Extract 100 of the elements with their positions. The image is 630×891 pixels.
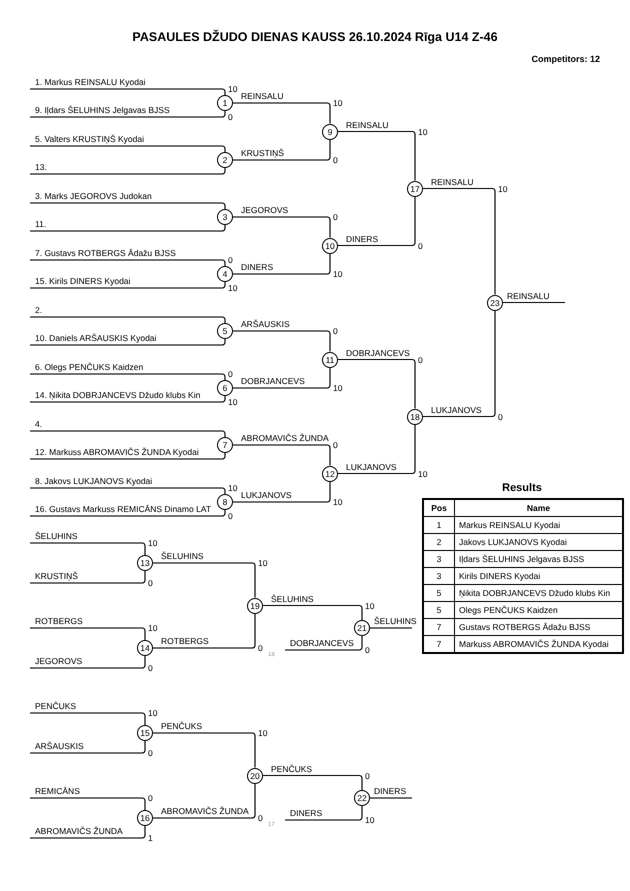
score: 0 xyxy=(148,793,153,803)
position-cell: 3 xyxy=(423,568,454,584)
bracket-line xyxy=(30,826,146,839)
score: 0 xyxy=(333,326,338,336)
score: 10 xyxy=(228,483,238,493)
bracket-line xyxy=(423,310,496,418)
winner-name: REINSALU xyxy=(241,91,284,101)
bracket-line xyxy=(233,330,331,352)
competitor-name: 13. xyxy=(35,162,47,172)
competitor-name: ROTBERGS xyxy=(35,616,83,626)
match-circle: 10 xyxy=(322,238,338,254)
score: 10 xyxy=(333,98,342,108)
match-circle: 11 xyxy=(322,352,338,368)
bracket-line xyxy=(233,444,331,466)
bracket-line xyxy=(30,282,226,289)
bracket-line xyxy=(338,196,416,246)
winner-name: KRUSTIŅŠ xyxy=(241,148,284,158)
score: 1 xyxy=(148,833,153,843)
match-circle: 7 xyxy=(217,437,233,453)
winner-name: ŠELUHINS xyxy=(271,594,314,604)
header-cell: Pos xyxy=(423,499,454,516)
competitor-name: JEGOROVS xyxy=(35,656,82,666)
bracket-line xyxy=(30,712,146,725)
competitor-name: 11. xyxy=(35,219,46,229)
bracket-line xyxy=(233,216,331,238)
match-circle: 12 xyxy=(322,466,338,482)
competitor-name: 14. Ņikita DOBRJANCEVS Džudo klubs Kin xyxy=(35,390,200,400)
score: 10 xyxy=(148,708,158,718)
bracket-line xyxy=(30,510,226,517)
bracket-line xyxy=(30,339,226,346)
score: 10 xyxy=(498,184,508,194)
bracket-line xyxy=(423,188,496,294)
competitor-name: 10. Daniels ARŠAUSKIS Kyodai xyxy=(35,333,156,343)
score: 10 xyxy=(418,126,428,136)
competitor-name: PENČUKS xyxy=(35,701,76,711)
position-cell: 7 xyxy=(423,618,454,636)
bracket-line xyxy=(30,168,226,175)
competitor-name: REMICĀNS xyxy=(35,786,80,796)
bracket-line xyxy=(153,784,256,819)
competitor-name: KRUSTIŅŠ xyxy=(35,571,78,581)
score: 10 xyxy=(418,468,428,478)
score: 10 xyxy=(148,538,158,548)
bracket-line xyxy=(370,627,412,629)
competitor-name: DOBRJANCEVS xyxy=(290,638,354,648)
competitor-name: 1. Markus REINSALU Kyodai xyxy=(35,77,146,87)
winner-name: ŠELUHINS xyxy=(374,616,417,626)
score: 10 xyxy=(333,383,342,393)
competitor-name: ARŠAUSKIS xyxy=(35,741,84,751)
competitor-name: 6. Olegs PENČUKS Kaidzen xyxy=(35,362,144,372)
score: 10 xyxy=(258,728,268,738)
competitor-name: 7. Gustavs ROTBERGS Ādažu BJSS xyxy=(35,248,176,258)
score: 10 xyxy=(258,558,268,568)
winner-name: REINSALU xyxy=(346,120,389,130)
bracket-line xyxy=(153,614,256,649)
bracket-line xyxy=(233,102,331,124)
competitor-name: 5. Valters KRUSTIŅŠ Kyodai xyxy=(35,134,144,144)
bracket-line xyxy=(30,111,226,118)
bracket-line xyxy=(285,806,363,821)
winner-name: REINSALU xyxy=(507,290,550,300)
match-circle: 20 xyxy=(247,768,263,784)
winner-name: DINERS xyxy=(346,234,378,244)
match-circle: 16 xyxy=(137,810,153,826)
match-circle: 2 xyxy=(217,152,233,168)
winner-name: ŠELUHINS xyxy=(161,551,204,561)
winner-name: DOBRJANCEVS xyxy=(346,348,410,358)
match-circle: 15 xyxy=(137,725,153,741)
bracket-line xyxy=(30,453,226,460)
bracket-line xyxy=(30,373,226,380)
winner-name: LUKJANOVS xyxy=(346,462,397,472)
bracket-line xyxy=(233,254,331,275)
bracket-line xyxy=(153,732,256,768)
winner-name: ABROMAVIČS ŽUNDA xyxy=(241,433,329,443)
score: 0 xyxy=(418,354,423,364)
competitor-name: 9. Iļdars ŠELUHINS Jelgavas BJSS xyxy=(35,105,170,115)
score: 10 xyxy=(228,397,238,407)
competitor-name: 8. Jakovs LUKJANOVS Kyodai xyxy=(35,476,152,486)
match-circle: 13 xyxy=(137,555,153,571)
score: 0 xyxy=(333,440,338,450)
position-cell: 3 xyxy=(423,550,454,568)
bracket-line xyxy=(338,130,416,180)
score: 0 xyxy=(365,770,370,780)
winner-name: PENČUKS xyxy=(271,764,312,774)
match-circle: 1 xyxy=(217,95,233,111)
score: 0 xyxy=(148,663,153,673)
score: 0 xyxy=(228,369,233,379)
competitor-name: DINERS xyxy=(290,808,322,818)
score: 0 xyxy=(148,578,153,588)
bracket-line xyxy=(30,396,226,403)
position-cell: 5 xyxy=(423,584,454,602)
score: 0 xyxy=(498,412,503,422)
bracket-line xyxy=(30,430,226,437)
position-cell: 2 xyxy=(423,534,454,550)
position-cell: 1 xyxy=(423,516,454,534)
score: 10 xyxy=(148,623,158,633)
score: 0 xyxy=(258,643,263,653)
score: 10 xyxy=(365,815,374,825)
competitor-name: 3. Marks JEGOROVS Judokan xyxy=(35,191,152,201)
winner-name: DINERS xyxy=(374,786,406,796)
bracket-line xyxy=(30,202,226,209)
winner-name: PENČUKS xyxy=(161,721,202,731)
